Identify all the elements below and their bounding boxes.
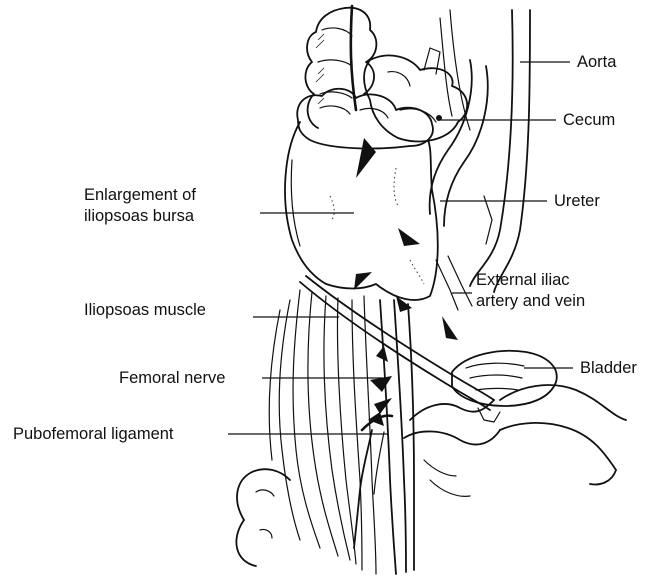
pubic-bone (404, 385, 626, 496)
iliopsoas-bursa (285, 122, 438, 312)
label-aorta: Aorta (577, 52, 616, 72)
label-pubofemoral-ligament: Pubofemoral ligament (13, 424, 174, 444)
femur-head (236, 469, 290, 566)
label-external-iliac-line2: artery and vein (476, 291, 585, 311)
label-ureter: Ureter (554, 191, 600, 211)
label-enlargement-line1: Enlargement of (84, 185, 196, 205)
label-femoral-nerve: Femoral nerve (119, 368, 225, 388)
label-iliopsoas-muscle: Iliopsoas muscle (84, 300, 206, 320)
label-bladder: Bladder (580, 358, 637, 378)
iliopsoas-fibres (269, 290, 414, 574)
label-external-iliac-line1: External iliac (476, 270, 570, 290)
label-enlargement-line2: iliopsoas bursa (84, 206, 194, 226)
label-cecum: Cecum (563, 110, 615, 130)
